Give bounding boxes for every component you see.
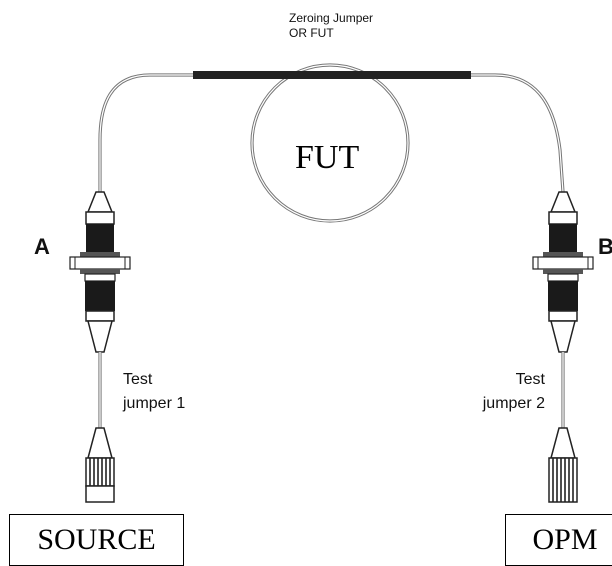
zeroing-jumper-label-line1: Zeroing Jumper (289, 11, 373, 25)
connector-a-assembly (69, 191, 131, 353)
zeroing-jumper-label-line2: OR FUT (289, 26, 334, 40)
fut-label: FUT (295, 139, 359, 176)
test-jumper-1-label-line1: Test (123, 371, 153, 388)
source-box: SOURCE (9, 514, 184, 566)
test-jumper-2-label-line2: jumper 2 (482, 395, 545, 412)
connector-b-label: B (598, 234, 612, 259)
connector-b-assembly (532, 191, 594, 353)
right-fiber-cable (470, 73, 565, 193)
fut-fiber-loop (250, 63, 410, 223)
source-connector (85, 427, 115, 503)
opm-box: OPM (505, 514, 612, 566)
opm-connector (548, 427, 578, 503)
fut-dark-segment (193, 71, 471, 79)
left-fiber-cable (98, 73, 195, 192)
connector-a-label: A (34, 234, 50, 259)
test-jumper-2-label-line1: Test (516, 371, 546, 388)
test-jumper-1-label-line2: jumper 1 (122, 395, 185, 412)
